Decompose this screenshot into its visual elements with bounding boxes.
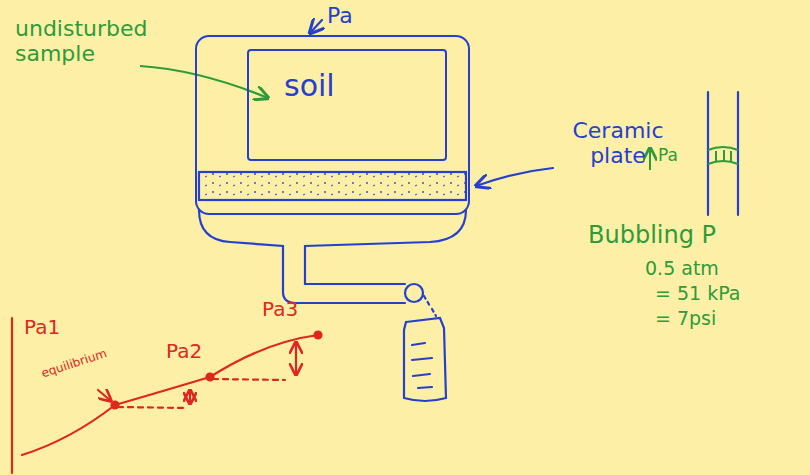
pressure-label: Pa [327,3,353,28]
leader-line [476,168,553,186]
note-value: = 51 kPa [655,283,740,305]
pressure-step: Pa3 [262,298,298,321]
point [315,332,322,339]
note-value: = 7psi [655,308,716,330]
pore-tube [708,92,738,215]
leader-line [98,390,111,401]
pressure-step: Pa1 [24,316,60,339]
bottle-water [412,343,432,388]
pressure-arrow [310,20,322,33]
soil-sample-box: soil [247,49,447,161]
point-note: equilibrium [40,347,109,381]
curve [22,405,115,455]
sample-label: undisturbed sample [15,16,155,67]
point [207,374,214,381]
ceramic-plate [199,172,466,200]
point [112,402,119,409]
pressure-step: Pa2 [166,340,202,363]
outflow-tube [305,210,466,284]
curve [210,335,318,377]
retention-graph [12,318,322,473]
curve [115,377,210,405]
dashed-line [118,379,285,408]
double-arrow [295,342,297,375]
note-heading: Bubbling P [588,222,716,250]
pressure-chamber: Pasoil [195,35,470,215]
water-meniscus [650,147,738,170]
pressure-label: Pa [658,146,678,166]
valve [405,284,423,302]
note-value: 0.5 atm [645,258,719,280]
drip [424,296,436,316]
double-arrow [189,390,191,404]
node-label: soil [284,69,335,104]
collection-bottle [404,318,446,401]
axis [11,318,13,473]
outflow-tube [199,210,405,303]
